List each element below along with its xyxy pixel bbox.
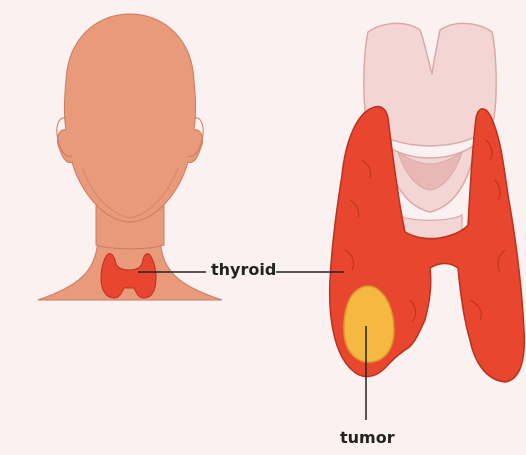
head-neck-figure [38,14,222,300]
head [58,14,203,222]
thyroid-closeup [330,23,525,382]
tumor-label: tumor [340,430,395,446]
thyroid-label: thyroid [211,262,276,278]
